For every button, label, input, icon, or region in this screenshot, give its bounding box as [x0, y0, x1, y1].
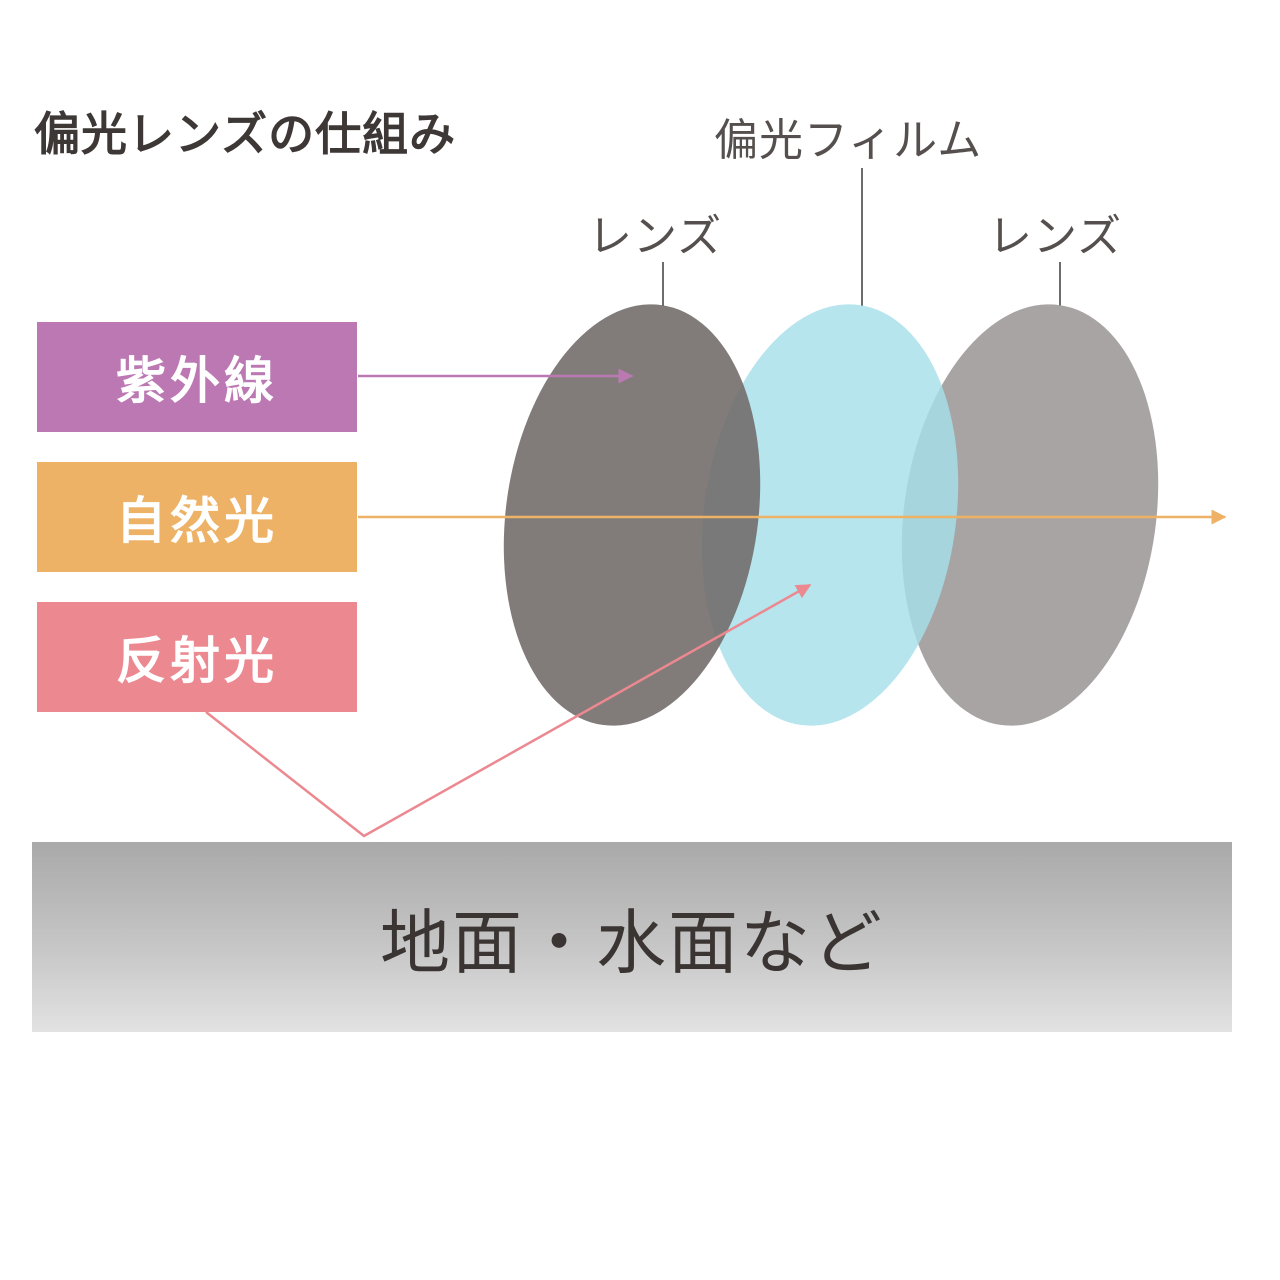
natural-light-label: 自然光: [116, 492, 278, 550]
lens-back: [901, 304, 1159, 726]
ultraviolet-box: 紫外線: [37, 322, 357, 432]
reflected-light-box: 反射光: [37, 602, 357, 712]
natural-light-box: 自然光: [37, 462, 357, 572]
ultraviolet-label: 紫外線: [116, 352, 278, 410]
lens-back-label: レンズ: [988, 211, 1123, 262]
ground-label: 地面・水面など: [380, 901, 884, 984]
reflected-light-ray: [205, 583, 812, 838]
ground-surface: 地面・水面など: [32, 842, 1232, 1032]
reflected-light-label: 反射光: [116, 632, 278, 690]
polarizing-film-label: 偏光フィルム: [714, 115, 983, 166]
lens-front: [503, 304, 761, 726]
diagram-title: 偏光レンズの仕組み: [34, 107, 457, 161]
lens-front-label: レンズ: [588, 211, 723, 262]
polarizing-film: [701, 304, 959, 726]
